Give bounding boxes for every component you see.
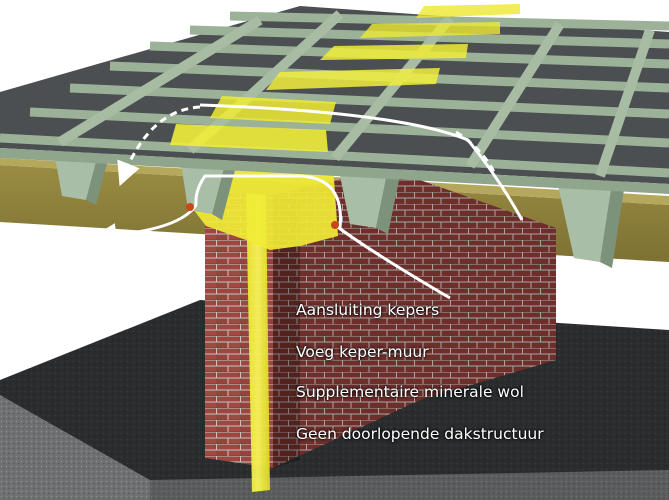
airflow-arrow-bottom [92, 174, 342, 248]
roof-wool-band-5 [360, 22, 500, 38]
floor-front-edge [0, 395, 150, 500]
label-aansluiting-kepers: Aansluiting kepers [296, 301, 440, 319]
wall-side-face [273, 175, 556, 468]
airflow-arrow-right-dash [455, 130, 498, 177]
roof-mineral-wool [170, 4, 520, 152]
counter-batten-4 [465, 21, 565, 169]
roof-front-edge [0, 148, 669, 194]
label-geen-doorlopende-dakstructuur: Geen doorlopende dakstructuur [296, 425, 544, 443]
floor-front-edge-right [150, 470, 669, 500]
counter-batten-1 [57, 15, 263, 147]
counter-batten-3 [331, 14, 454, 162]
label-voeg-keper-muur: Voeg keper-muur [296, 343, 429, 361]
airflow-arrows [92, 103, 524, 300]
wall-shadow [273, 195, 300, 468]
roof-wool-band-6 [416, 4, 520, 18]
airflow-arrow-left-top [117, 105, 201, 187]
wool-wall-joint [246, 193, 270, 492]
batten-2 [29, 107, 669, 148]
joint-dot-icon [186, 203, 194, 211]
batten-3 [69, 83, 669, 119]
airflow-arrow-right-top [199, 103, 524, 221]
roof-wool-band-4 [320, 44, 468, 60]
counter-batten-5 [595, 28, 655, 178]
label-leader-line [334, 223, 451, 300]
label-supplementaire-minerale-wol: Supplementaire minerale wol [296, 383, 524, 401]
roof-wool-band-1 [170, 124, 328, 152]
counter-battens [57, 10, 655, 178]
roof-wool-band-3 [266, 68, 440, 90]
joint-dots [186, 203, 339, 229]
joint-dot-icon [331, 221, 339, 229]
